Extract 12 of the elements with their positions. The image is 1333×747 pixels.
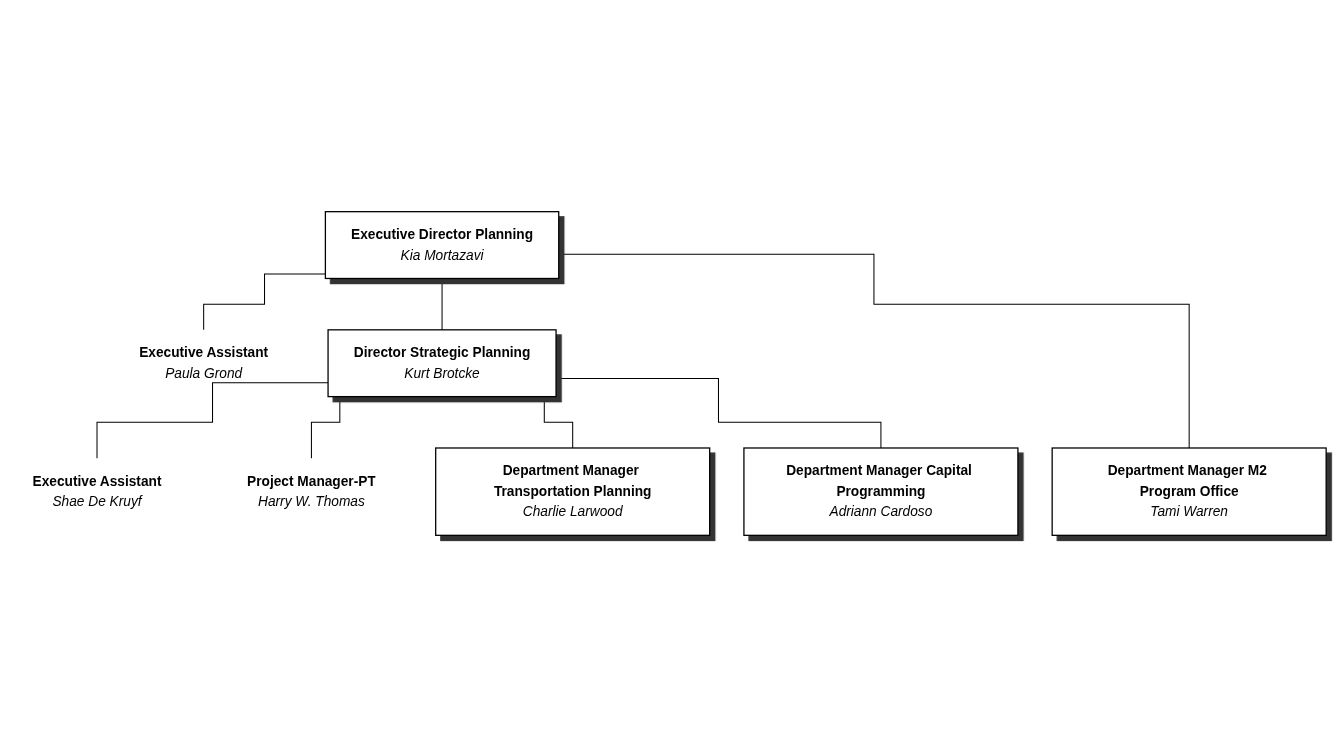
node-text: Executive Assistant Shae De Kruyf <box>32 473 162 509</box>
connector <box>558 253 1190 449</box>
connector <box>441 277 443 331</box>
node-box: Department Manager M2 Program Office Tami Warren <box>1051 447 1327 536</box>
connector <box>96 382 329 459</box>
node-box: Department Manager Capital Programming Adriann Cardoso <box>743 447 1019 536</box>
node-text: Executive Assistant Paula Grond <box>139 345 269 381</box>
node-box: Department Manager Transportation Planning Charlie Larwood <box>435 447 711 536</box>
node-box: Director Strategic Planning Kurt Brotcke <box>327 329 557 398</box>
node-box: Executive Director Planning Kia Mortazavi <box>324 211 560 280</box>
connector <box>203 273 326 331</box>
node-text: Project Manager-PT Harry W. Thomas <box>247 473 376 509</box>
